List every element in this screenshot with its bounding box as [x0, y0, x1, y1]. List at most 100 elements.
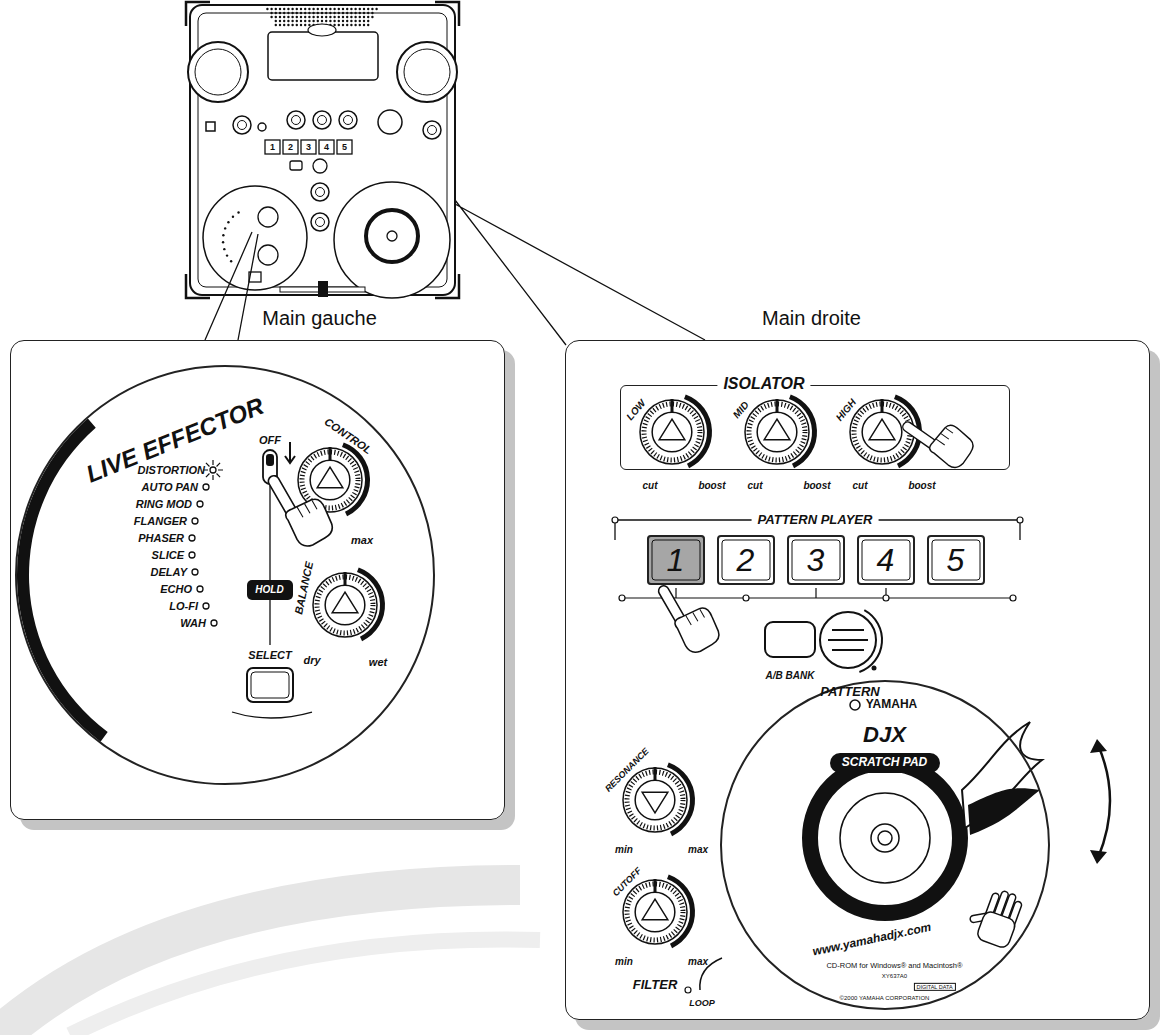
grille-dot — [354, 8, 356, 10]
effect-name: LO-FI — [169, 600, 198, 613]
palm — [283, 494, 338, 550]
grille-dot — [346, 20, 348, 22]
scale-label: boost — [908, 480, 935, 492]
mini-led — [222, 241, 224, 243]
grille-dot — [275, 8, 277, 10]
knob-indicator — [881, 399, 884, 412]
grille-dot — [270, 16, 272, 18]
knob-cap — [325, 585, 365, 625]
knob-pointer — [764, 419, 790, 439]
knob-grip — [854, 404, 910, 460]
effect-led — [197, 586, 203, 592]
knob-grip — [644, 404, 700, 460]
grille-dot — [338, 24, 340, 26]
grille-dot — [342, 16, 344, 18]
isolator-box: ISOLATOR — [620, 385, 1010, 470]
speaker — [188, 42, 248, 102]
grille-dot — [342, 20, 344, 22]
speaker-cone — [404, 49, 450, 95]
knob-cap — [862, 412, 902, 452]
grille-dot — [279, 12, 281, 14]
grille-dot — [363, 12, 365, 14]
scale-label: min — [615, 844, 633, 856]
knob-pointer — [659, 419, 685, 439]
grille-dot — [287, 16, 289, 18]
bracket-dot — [612, 517, 618, 523]
grille-dot — [354, 24, 356, 26]
grille-dot — [350, 8, 352, 10]
effect-name: DISTORTION — [138, 464, 205, 477]
logo-mark — [308, 24, 336, 36]
mini-led — [226, 254, 228, 256]
grille-dot — [363, 8, 365, 10]
mini-knob — [313, 111, 331, 129]
yamaha-emblem — [850, 700, 860, 710]
knob-label: MID — [731, 399, 752, 420]
knob-cap — [757, 412, 797, 452]
grille-dot — [342, 24, 344, 26]
grille-dot — [346, 8, 348, 10]
grille-dot — [279, 24, 281, 26]
mini-pad-disc — [334, 182, 450, 298]
grille-dot — [338, 8, 340, 10]
knob-label: LOW — [624, 397, 648, 422]
grille-dot — [333, 20, 335, 22]
grille-dot — [359, 24, 361, 26]
grille-dot — [325, 12, 327, 14]
grille-dot — [367, 12, 369, 14]
mini-led — [258, 123, 266, 131]
grille-dot — [350, 20, 352, 22]
palm — [976, 910, 1017, 949]
node-text: XY637A0 — [882, 972, 907, 979]
pattern-button-bevel — [862, 540, 910, 580]
led-label: LOOP — [689, 998, 715, 1008]
open-hand — [963, 883, 1025, 950]
led-glow — [203, 460, 223, 480]
unit-corners — [186, 2, 459, 298]
pattern-button-bevel — [652, 540, 700, 580]
pattern-button: 5 — [927, 535, 985, 585]
effect-name: AUTO PAN — [142, 481, 198, 494]
mini-pad — [283, 140, 298, 154]
grille-dot — [367, 24, 369, 26]
knob-body — [745, 400, 809, 464]
effect-led — [192, 518, 198, 524]
mini-button — [290, 161, 302, 170]
speaker — [397, 42, 457, 102]
grille-dot — [375, 8, 377, 10]
bank-button — [765, 622, 815, 657]
effect-name: RING MOD — [136, 498, 192, 511]
grille-dot — [359, 8, 361, 10]
grille-dot — [317, 8, 319, 10]
grille-dot — [325, 16, 327, 18]
mini-pad-ring — [366, 210, 418, 262]
mini-knob-cap — [316, 218, 325, 227]
pointing-hand — [263, 461, 338, 550]
scale-label: wet — [369, 656, 387, 669]
knob-body — [850, 400, 914, 464]
mini-effector — [203, 186, 307, 290]
mini-pad-hub — [387, 231, 397, 241]
effector-dial: LIVE EFFECTORHOLD — [15, 365, 435, 785]
node-text: DIGITAL DATA — [913, 982, 955, 990]
grille-dot — [371, 8, 373, 10]
bracket-dot — [619, 595, 625, 601]
knob-grip — [627, 772, 683, 828]
leader-line — [455, 200, 705, 345]
node-text: www.yamahadjx.com — [811, 920, 932, 959]
grille-dot — [354, 16, 356, 18]
section-title: FILTER — [633, 978, 678, 993]
mini-knob — [287, 111, 305, 129]
grille-dot — [279, 8, 281, 10]
select-button — [247, 668, 293, 702]
grille-dot — [296, 20, 298, 22]
hold-tag: HOLD — [247, 580, 293, 600]
node-text: Main droite — [762, 306, 861, 329]
grille-dot — [304, 12, 306, 14]
knob-body — [640, 400, 704, 464]
grille-dot — [291, 24, 293, 26]
scale-label: cut — [853, 480, 868, 492]
effect-led — [189, 552, 195, 558]
grille-dot — [275, 12, 277, 14]
